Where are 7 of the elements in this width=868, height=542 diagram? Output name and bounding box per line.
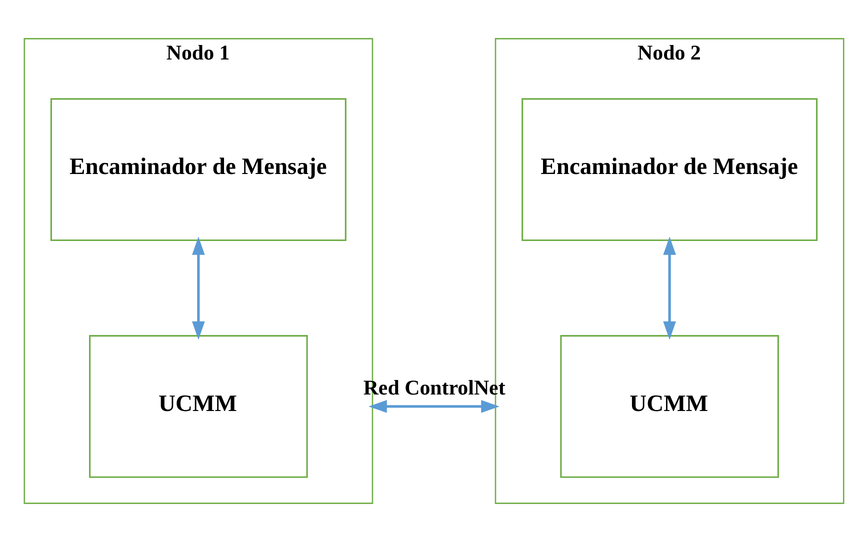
node-box: Encaminador de Mensaje bbox=[522, 98, 818, 242]
node-box: UCMM bbox=[560, 335, 779, 478]
arrow bbox=[663, 236, 676, 340]
arrow bbox=[368, 400, 500, 413]
arrow bbox=[192, 236, 205, 340]
node-box: Encaminador de Mensaje bbox=[50, 98, 346, 242]
node-box: UCMM bbox=[89, 335, 308, 478]
